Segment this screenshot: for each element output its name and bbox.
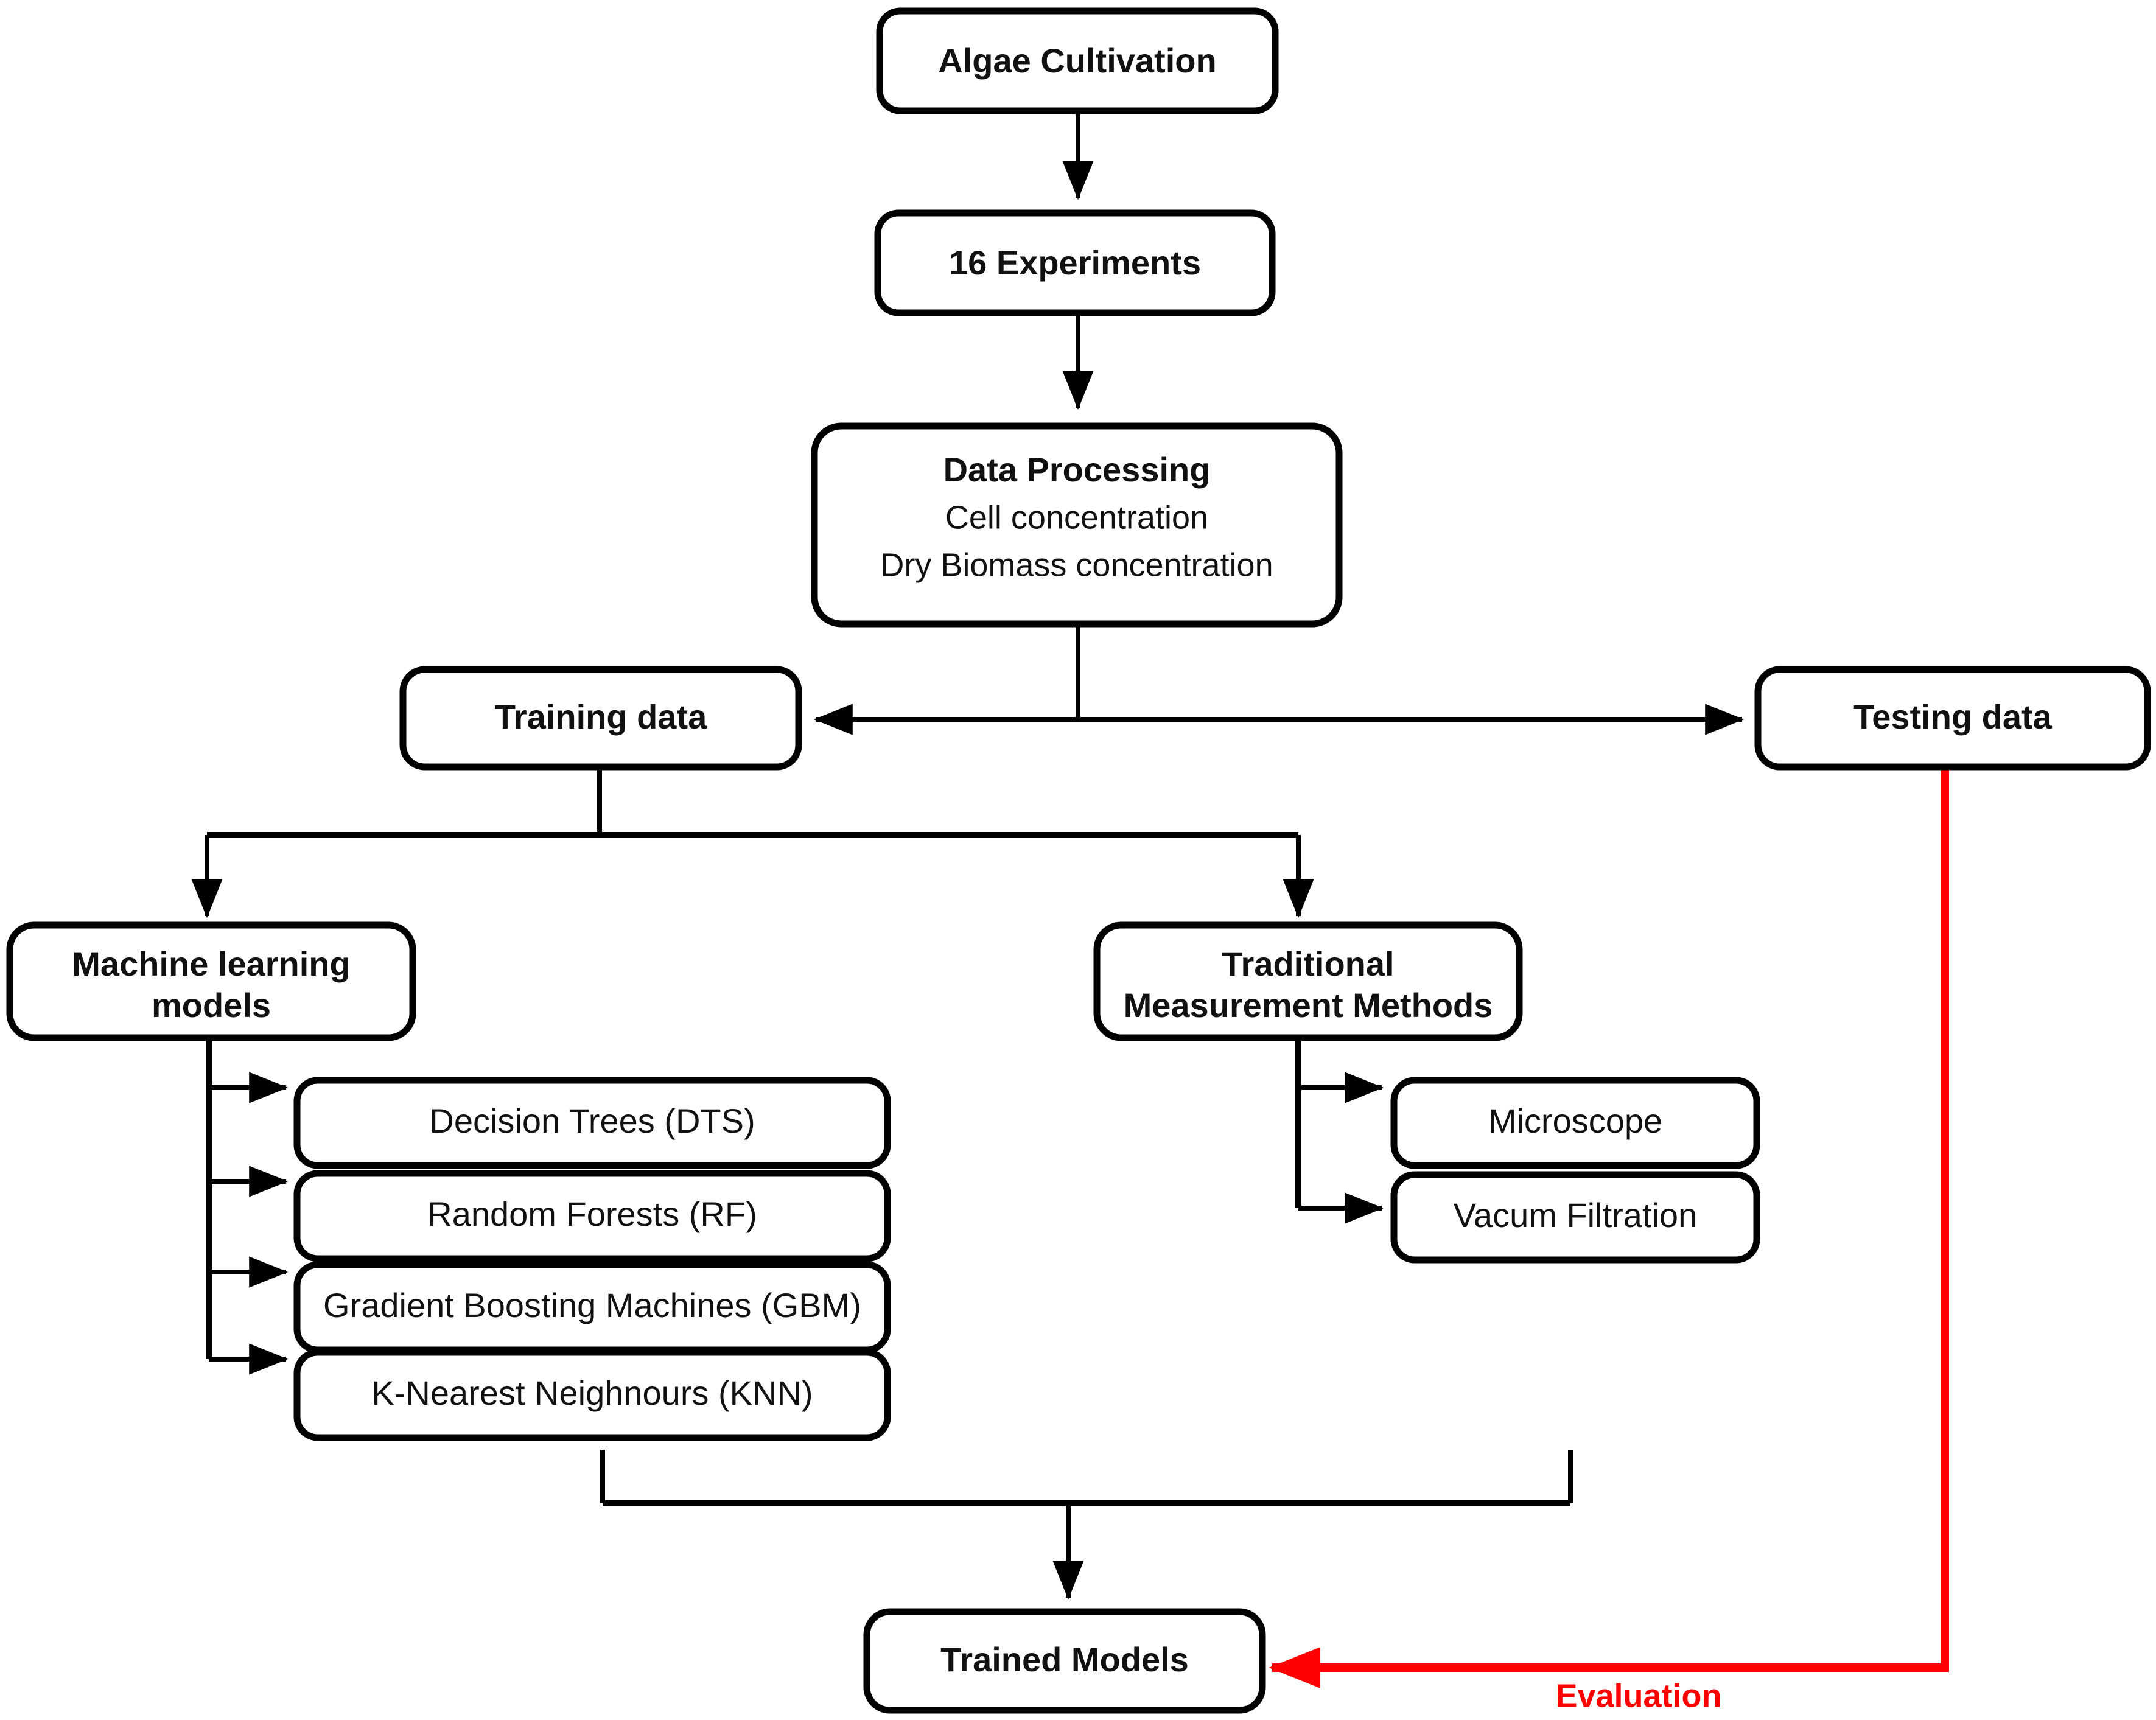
- node-algae-cultivation-label: Algae Cultivation: [938, 41, 1216, 80]
- node-algae-cultivation[interactable]: Algae Cultivation: [876, 7, 1279, 114]
- node-machine-learning-models[interactable]: Machine learning models: [6, 921, 416, 1041]
- node-data-processing-title: Data Processing: [943, 450, 1211, 489]
- node-data-processing[interactable]: Data Processing Cell concentration Dry B…: [811, 422, 1343, 628]
- node-16-experiments-shape[interactable]: [874, 209, 1276, 316]
- node-trained-models-shape[interactable]: [863, 1608, 1266, 1714]
- ml-model-item-1-label: Random Forests (RF): [427, 1195, 757, 1233]
- node-machine-learning-models-shape[interactable]: [6, 921, 416, 1041]
- node-testing-data-shape[interactable]: [1754, 666, 2151, 771]
- edge-evaluation-path: [1269, 764, 1949, 1688]
- node-training-data[interactable]: Training data: [399, 666, 802, 771]
- ml-model-item-3-label: K-Nearest Neighnours (KNN): [371, 1374, 813, 1412]
- connector-layer: [191, 111, 1949, 1688]
- node-testing-data[interactable]: Testing data: [1754, 666, 2151, 771]
- ml-model-item-2-label: Gradient Boosting Machines (GBM): [323, 1286, 861, 1324]
- traditional-method-item-1-shape[interactable]: [1390, 1171, 1760, 1264]
- ml-model-item-2[interactable]: Gradient Boosting Machines (GBM): [293, 1261, 891, 1354]
- node-traditional-measurement-methods-line-1: Traditional: [1222, 945, 1394, 983]
- node-machine-learning-models-line-2: models: [152, 986, 271, 1024]
- traditional-method-item-0[interactable]: Microscope: [1390, 1077, 1760, 1169]
- ml-model-item-0[interactable]: Decision Trees (DTS): [293, 1077, 891, 1169]
- ml-model-item-0-label: Decision Trees (DTS): [429, 1102, 755, 1140]
- node-traditional-measurement-methods-shape[interactable]: [1093, 921, 1523, 1041]
- node-16-experiments-label: 16 Experiments: [949, 243, 1201, 282]
- node-data-processing-line-1: Cell concentration: [945, 499, 1208, 536]
- node-data-processing-shape[interactable]: [811, 422, 1343, 628]
- ml-model-item-0-shape[interactable]: [293, 1077, 891, 1169]
- traditional-method-item-1[interactable]: Vacum Filtration: [1390, 1171, 1760, 1264]
- node-trained-models[interactable]: Trained Models: [863, 1608, 1266, 1714]
- ml-model-item-1-shape[interactable]: [293, 1170, 891, 1262]
- node-traditional-measurement-methods-line-2: Measurement Methods: [1124, 986, 1493, 1024]
- node-training-data-shape[interactable]: [399, 666, 802, 771]
- evaluation-edge-label: Evaluation: [1555, 1677, 1721, 1714]
- traditional-method-item-0-label: Microscope: [1488, 1102, 1662, 1140]
- node-trained-models-label: Trained Models: [940, 1640, 1189, 1679]
- ml-model-item-3-shape[interactable]: [293, 1349, 891, 1441]
- node-training-data-label: Training data: [495, 697, 707, 736]
- node-data-processing-line-2: Dry Biomass concentration: [880, 547, 1273, 583]
- node-machine-learning-models-line-1: Machine learning: [72, 945, 350, 983]
- ml-model-item-1[interactable]: Random Forests (RF): [293, 1170, 891, 1262]
- traditional-method-item-1-label: Vacum Filtration: [1454, 1196, 1697, 1234]
- ml-model-item-3[interactable]: K-Nearest Neighnours (KNN): [293, 1349, 891, 1441]
- node-testing-data-label: Testing data: [1853, 697, 2053, 736]
- traditional-method-item-0-shape[interactable]: [1390, 1077, 1760, 1169]
- node-algae-cultivation-shape[interactable]: [876, 7, 1279, 114]
- node-traditional-measurement-methods[interactable]: Traditional Measurement Methods: [1093, 921, 1523, 1041]
- node-16-experiments[interactable]: 16 Experiments: [874, 209, 1276, 316]
